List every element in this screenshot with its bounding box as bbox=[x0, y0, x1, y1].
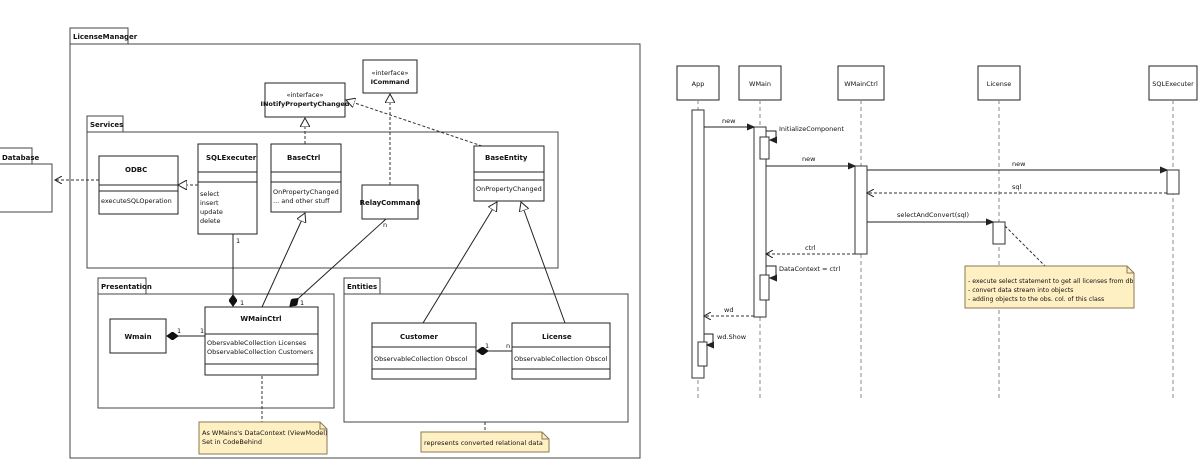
inotify-stereotype: «interface» bbox=[287, 91, 324, 99]
lifeline-wmainctrl: WMainCtrl bbox=[837, 65, 885, 400]
mult-cust-1: 1 bbox=[485, 342, 489, 350]
sqlexecuter-op4: delete bbox=[200, 217, 220, 225]
activation-wmain-init bbox=[759, 136, 770, 160]
license-note-line1: - execute select statement to get all li… bbox=[968, 278, 1133, 285]
mult-sql-src: 1 bbox=[236, 237, 240, 245]
license-note-line2: - convert data stream into objects bbox=[968, 287, 1073, 294]
inotify-name: INotifyPropertyChanged bbox=[261, 100, 350, 108]
datacontext-note-line2: Set in CodeBehind bbox=[202, 438, 262, 446]
lifeline-app-label: App bbox=[692, 80, 705, 88]
lifeline-license: License bbox=[977, 65, 1021, 400]
database-label: Database bbox=[2, 154, 40, 162]
activation-wmain bbox=[753, 126, 767, 318]
baseentity-inotify-realization bbox=[346, 100, 483, 147]
baseentity-name: BaseEntity bbox=[485, 154, 528, 162]
relay-wmainctrl-composition bbox=[290, 218, 387, 306]
relational-note: represents converted relational data bbox=[420, 431, 550, 453]
basectrl-op1: OnPropertyChanged bbox=[273, 188, 339, 196]
lifeline-sqlexecuter: SQLExecuter bbox=[1148, 65, 1198, 400]
activation-sqlexecuter bbox=[1166, 169, 1180, 195]
mult-wmain-1: 1 bbox=[177, 327, 181, 335]
license-note: - execute select statement to get all li… bbox=[964, 265, 1135, 309]
wmain-name: Wmain bbox=[124, 333, 151, 341]
msg-init: InitializeComponent bbox=[779, 125, 844, 133]
wmain-class: Wmain bbox=[109, 318, 167, 354]
sqlexecuter-op3: update bbox=[200, 208, 223, 216]
odbc-class: ODBC executeSQLOperation bbox=[98, 155, 179, 215]
wmainctrl-basectrl-generalization bbox=[261, 213, 305, 308]
mult-lic-n: n bbox=[506, 342, 510, 350]
activation-wmainctrl bbox=[854, 165, 868, 255]
sequence-messages: new InitializeComponent new new sql sele… bbox=[704, 117, 1167, 345]
msg-wdshow: wd.Show bbox=[717, 333, 747, 341]
license-baseentity-generalization bbox=[521, 202, 566, 324]
license-name: License bbox=[542, 333, 572, 341]
class-relationships bbox=[55, 94, 566, 432]
licensemanager-label: LicenseManager bbox=[73, 33, 138, 41]
basectrl-name: BaseCtrl bbox=[287, 154, 320, 162]
entities-label: Entities bbox=[347, 283, 377, 291]
sqlexecuter-op1: select bbox=[200, 190, 220, 198]
license-attr1: ObservableCollection Obscol bbox=[514, 355, 607, 363]
msg-new1: new bbox=[722, 117, 736, 125]
customer-baseentity-generalization bbox=[422, 202, 497, 324]
services-label: Services bbox=[90, 121, 123, 129]
license-class: License ObservableCollection Obscol bbox=[511, 322, 611, 380]
msg-ctrl: ctrl bbox=[805, 244, 816, 252]
database-package: Database bbox=[0, 147, 53, 213]
presentation-label: Presentation bbox=[101, 283, 152, 291]
wmainctrl-attr1: ObersvableCollection Licenses bbox=[207, 339, 307, 347]
relaycommand-name: RelayCommand bbox=[360, 199, 421, 207]
odbc-name: ODBC bbox=[125, 166, 147, 174]
wmainctrl-class: WMainCtrl ObersvableCollection Licenses … bbox=[204, 306, 319, 376]
mult-sql-dst: 1 bbox=[240, 299, 244, 307]
lifeline-sqlexecuter-label: SQLExecuter bbox=[1152, 80, 1194, 88]
baseentity-class: BaseEntity OnPropertyChanged bbox=[473, 145, 545, 202]
msg-init-arrow bbox=[766, 130, 776, 140]
icommand-name: ICommand bbox=[371, 78, 410, 86]
datacontext-note: As WMains's DataContext (ViewModel) Set … bbox=[198, 421, 328, 455]
license-note-line3: - adding objects to the obs. col. of thi… bbox=[968, 296, 1104, 303]
msg-wd: wd bbox=[724, 306, 733, 314]
relational-note-text: represents converted relational data bbox=[424, 439, 543, 447]
sqlexecuter-op2: insert bbox=[200, 199, 219, 207]
customer-attr1: ObservableCollection Obscol bbox=[374, 355, 467, 363]
mult-relay-n: n bbox=[383, 221, 387, 229]
basectrl-class: BaseCtrl OnPropertyChanged ... and other… bbox=[270, 143, 342, 213]
lifeline-wmainctrl-label: WMainCtrl bbox=[844, 80, 878, 88]
msg-select: selectAndConvert(sql) bbox=[897, 211, 969, 219]
activation-license bbox=[992, 221, 1006, 245]
msg-new2: new bbox=[802, 155, 816, 163]
datacontext-note-line1: As WMains's DataContext (ViewModel) bbox=[202, 429, 328, 437]
activation-app bbox=[691, 109, 705, 379]
msg-wdshow-arrow bbox=[704, 333, 713, 345]
baseentity-op1: OnPropertyChanged bbox=[476, 185, 542, 193]
sqlexecuter-name: SQLExecuter bbox=[206, 154, 257, 162]
activation-app-show bbox=[697, 341, 708, 367]
wmainctrl-attr2: ObservableCollection Customers bbox=[207, 348, 314, 356]
lifeline-license-label: License bbox=[987, 80, 1012, 88]
license-note-link bbox=[1004, 225, 1046, 267]
customer-name: Customer bbox=[400, 333, 438, 341]
wmainctrl-name: WMainCtrl bbox=[240, 315, 281, 323]
icommand-interface: «interface» ICommand bbox=[362, 59, 418, 94]
customer-class: Customer ObservableCollection Obscol bbox=[371, 322, 477, 380]
odbc-op1: executeSQLOperation bbox=[101, 197, 172, 205]
sqlexecuter-class: SQLExecuter select insert update delete bbox=[197, 143, 258, 235]
mult-relay-1: 1 bbox=[300, 299, 304, 307]
lifeline-wmain-label: WMain bbox=[749, 80, 771, 88]
msg-new3: new bbox=[1012, 160, 1026, 168]
activation-wmain-dc bbox=[759, 274, 770, 301]
msg-datacontext-arrow bbox=[766, 265, 776, 278]
msg-datacontext: DataContext = ctrl bbox=[779, 265, 840, 273]
inotifypropertychanged-interface: «interface» INotifyPropertyChanged bbox=[261, 82, 350, 118]
icommand-stereotype: «interface» bbox=[372, 69, 409, 77]
relaycommand-class: RelayCommand bbox=[360, 184, 421, 220]
basectrl-op2: ... and other stuff bbox=[273, 197, 330, 205]
mult-ctrl-1: 1 bbox=[200, 327, 204, 335]
msg-sql: sql bbox=[1012, 183, 1022, 191]
